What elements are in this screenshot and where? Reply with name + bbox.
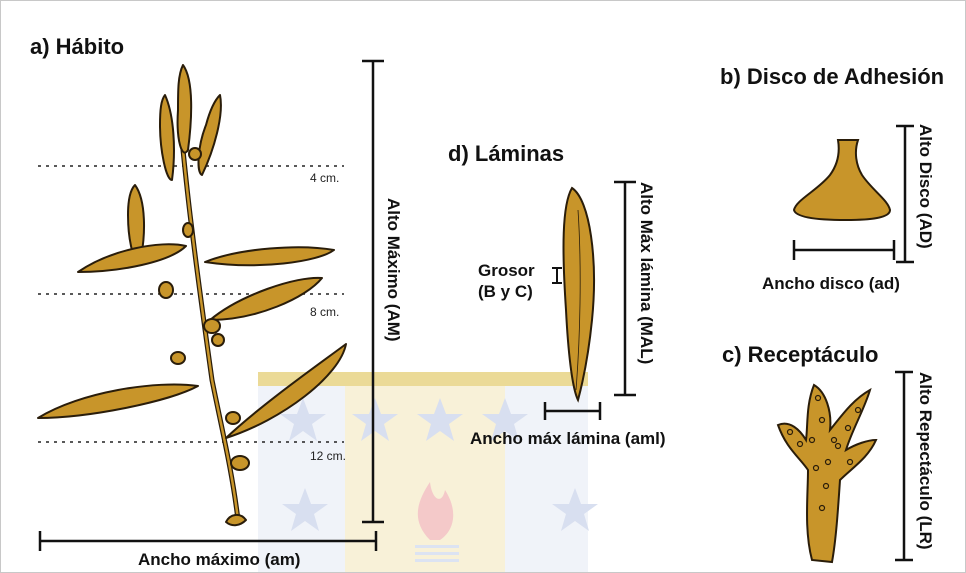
label-alto-receptaculo: Alto Repectáculo (LR) xyxy=(916,372,935,550)
depth-label-8cm: 8 cm. xyxy=(310,305,339,319)
section-title-disco: b) Disco de Adhesión xyxy=(720,64,944,89)
label-alto-max-lamina: Alto Máx lámina (MAL) xyxy=(637,182,656,364)
label-alto-disco: Alto Disco (AD) xyxy=(916,124,935,249)
label-ancho-maximo: Ancho máximo (am) xyxy=(138,550,300,569)
lamina-top xyxy=(178,65,192,153)
label-grosor: Grosor xyxy=(478,261,535,280)
depth-label-12cm: 12 cm. xyxy=(310,449,346,463)
section-title-receptaculo: c) Receptáculo xyxy=(722,342,879,367)
section-title-habito: a) Hábito xyxy=(30,34,124,59)
label-alto-maximo: Alto Máximo (AM) xyxy=(384,198,403,342)
depth-label-4cm: 4 cm. xyxy=(310,171,339,185)
label-ancho-max-lamina: Ancho máx lámina (aml) xyxy=(470,429,666,448)
label-ancho-disco: Ancho disco (ad) xyxy=(762,274,900,293)
label-grosor-byc: (B y C) xyxy=(478,282,533,301)
section-title-laminas: d) Láminas xyxy=(448,141,564,166)
